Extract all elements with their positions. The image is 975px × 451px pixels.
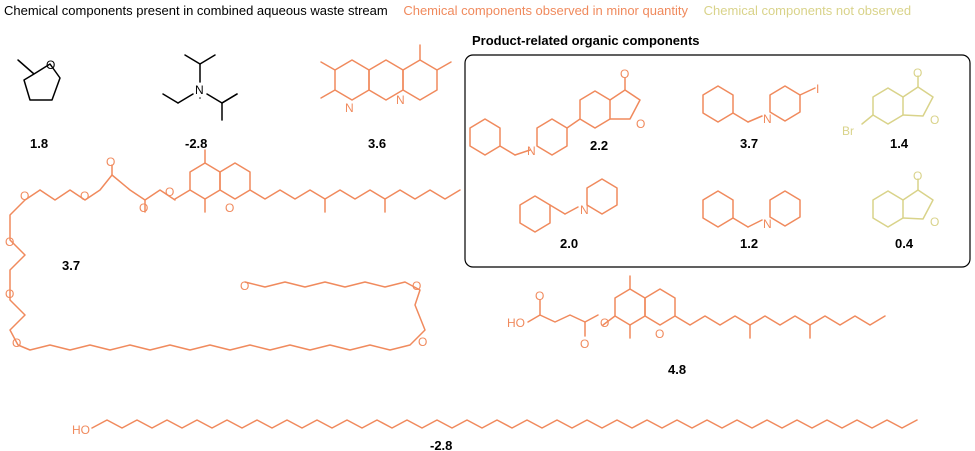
atom-o: O — [139, 201, 148, 215]
atom-oh: HO — [72, 423, 90, 437]
value-bromophthalide: 1.4 — [890, 136, 909, 151]
atom-oh: HO — [507, 316, 525, 330]
value-dipea: -2.8 — [185, 136, 207, 151]
atom-o: O — [80, 189, 89, 203]
atom-n: N — [763, 112, 772, 126]
phthalide-structure: O O — [872, 169, 939, 229]
atom-o: O — [636, 117, 645, 131]
atom-o: O — [240, 279, 249, 293]
atom-o: O — [655, 327, 664, 341]
peg-structure: HO — [72, 419, 918, 437]
atom-o: O — [620, 67, 629, 81]
product-box — [464, 54, 971, 268]
atom-o: O — [106, 155, 115, 169]
tpgs-structure: O O O O O O O O O O O O — [5, 149, 461, 351]
atom-n: N — [345, 101, 354, 115]
value-methylthf: 1.8 — [30, 136, 48, 151]
benzylpiperidine-structure: N — [702, 190, 801, 231]
value-peg: -2.8 — [430, 438, 452, 451]
atom-o: O — [225, 201, 234, 215]
bromophthalide-structure: O O Br — [842, 66, 939, 138]
atom-o: O — [5, 235, 14, 249]
dipea-structure: N — [162, 54, 238, 121]
benzylpiperidinyl-phthalide-structure: N O O — [469, 67, 645, 158]
value-benzylpiperidinyl-phthalide: 2.2 — [590, 138, 608, 153]
atom-n: N — [195, 83, 204, 97]
value-benzyl-iodopiperidine: 3.7 — [740, 136, 758, 151]
atom-o: O — [580, 337, 589, 351]
value-benzyl-tetrahydropyridine: 2.0 — [560, 236, 578, 251]
value-tocopherol-succinate: 4.8 — [668, 362, 686, 377]
benzyl-tetrahydropyridine-structure: N — [519, 178, 618, 233]
legend-minor: Chemical components observed in minor qu… — [403, 3, 689, 18]
atom-o: O — [930, 113, 939, 127]
atom-i: I — [816, 82, 819, 96]
methylthf-structure: O — [17, 58, 61, 101]
value-phthalide: 0.4 — [895, 236, 914, 251]
atom-o: O — [12, 336, 21, 350]
legend: Chemical components present in combined … — [4, 3, 923, 18]
benzyl-iodopiperidine-structure: N I — [702, 82, 819, 126]
atom-o: O — [20, 189, 29, 203]
atom-n: N — [763, 217, 772, 231]
atom-o: O — [5, 287, 14, 301]
tocopherol-succinate-structure: HO O O O O — [507, 275, 886, 351]
value-tpgs: 3.7 — [62, 258, 80, 273]
legend-not-observed: Chemical components not observed — [703, 3, 912, 18]
box-title: Product-related organic components — [472, 33, 700, 48]
atom-n: N — [527, 144, 536, 158]
atom-o: O — [600, 316, 609, 330]
legend-present: Chemical components present in combined … — [4, 3, 388, 18]
value-benzylpiperidine: 1.2 — [740, 236, 758, 251]
atom-o: O — [535, 289, 544, 303]
atom-n: N — [580, 203, 589, 217]
atom-o: O — [165, 185, 174, 199]
phenanthroline-structure: N N — [320, 44, 452, 115]
value-phenanthroline: 3.6 — [368, 136, 386, 151]
atom-o: O — [913, 169, 922, 183]
atom-n: N — [396, 93, 405, 107]
atom-br: Br — [842, 124, 854, 138]
atom-o: O — [412, 279, 421, 293]
atom-o: O — [418, 335, 427, 349]
atom-o: O — [930, 215, 939, 229]
atom-o: O — [46, 58, 55, 72]
atom-o: O — [913, 66, 922, 80]
